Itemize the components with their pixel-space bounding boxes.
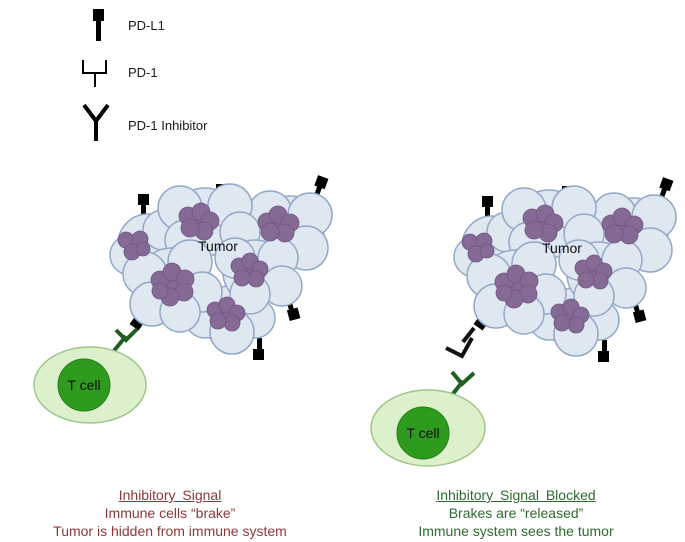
t-cell: T cell [33,346,147,424]
nucleus [206,296,246,332]
legend-label-pd-1-inhibitor: PD-1 Inhibitor [128,118,208,133]
nucleus [601,207,644,245]
caption-title: Inhibitory Signal Blocked [436,487,596,503]
nucleus [574,254,613,290]
nucleus [461,232,495,263]
caption-line: Tumor is hidden from immune system [53,523,287,539]
pd-l1-receptor [253,338,264,360]
panel-inhibitory-signal: Tumor T cell [33,175,333,424]
caption-inhibitory-signal: Inhibitory Signal Immune cells “brake” T… [10,486,330,540]
tumor-label: Tumor [542,240,582,256]
pd-1-receptor [450,370,476,397]
panel-inhibitory-signal-blocked: Tumor T cell [370,177,677,467]
nucleus [230,252,269,288]
tumor-nuclei [117,202,300,332]
pd-l1-receptor [138,194,149,222]
t-cell-label: T cell [406,425,439,441]
caption-line: Immune cells “brake” [104,505,236,521]
nucleus [257,205,300,243]
caption-line: Brakes are “released” [448,505,584,521]
tumor-label: Tumor [198,238,238,254]
nucleus [550,298,590,334]
caption-title: Inhibitory Signal [118,487,222,503]
caption-line: Immune system sees the tumor [418,523,614,539]
nucleus [522,204,564,243]
pd-1-inhibitor [445,326,476,359]
t-cell-label: T cell [67,377,100,393]
pd-l1-receptor [598,340,609,362]
pd-l1-icon [93,9,104,41]
pd-1-inhibitor-icon [82,103,110,141]
legend-label-pd-l1: PD-L1 [128,18,165,33]
nucleus [178,202,220,241]
legend: PD-L1 PD-1 PD-1 Inhibitor [82,9,208,141]
pd-1-icon [82,60,107,87]
t-cell: T cell [370,389,486,467]
tumor-nuclei [461,204,644,334]
legend-label-pd-1: PD-1 [128,65,158,80]
pd-1-receptor [111,327,139,354]
caption-inhibitory-signal-blocked: Inhibitory Signal Blocked Brakes are “re… [356,486,676,540]
nucleus [117,230,151,261]
pd-l1-receptor [482,196,493,224]
nucleus [494,264,539,309]
nucleus [150,262,195,307]
